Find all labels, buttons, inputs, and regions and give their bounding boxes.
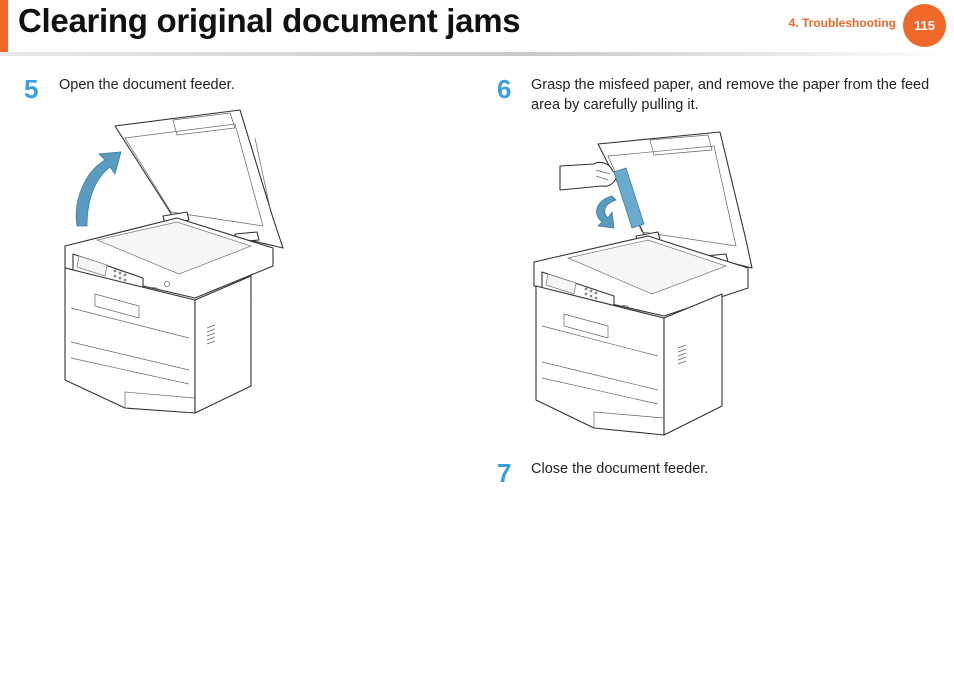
page-title: Clearing original document jams	[18, 2, 521, 39]
step-7-text: Close the document feeder.	[531, 461, 709, 477]
step-7-number: 7	[497, 458, 512, 488]
step-5-text: Open the document feeder.	[59, 77, 235, 93]
open-arrow-icon	[75, 151, 122, 227]
title-underline	[0, 52, 954, 56]
step-6-text-line-2: area by carefully pulling it.	[531, 97, 699, 113]
hand-icon	[559, 161, 617, 191]
pull-arrow-icon	[596, 195, 617, 229]
step-5-number: 5	[24, 74, 39, 104]
step-6-text-line-1: Grasp the misfeed paper, and remove the …	[531, 77, 930, 93]
title-accent-bar	[0, 0, 8, 52]
page-number-badge: 115	[903, 4, 946, 47]
step-6-number: 6	[497, 74, 512, 104]
section-label[interactable]: 4. Troubleshooting	[788, 16, 896, 30]
printer-remove-paper-illustration	[533, 131, 753, 436]
jammed-paper	[613, 167, 645, 229]
printer-feeder-open-illustration	[64, 109, 284, 414]
